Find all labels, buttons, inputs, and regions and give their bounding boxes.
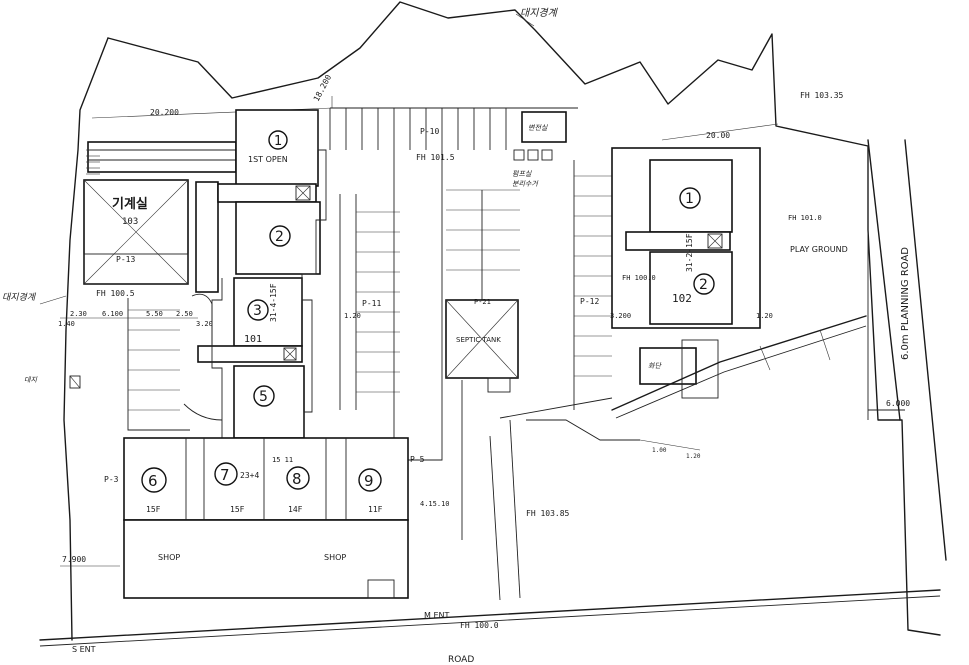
block-101-label: 101 [244,334,262,345]
block-number: 5 [259,389,268,405]
block-number: 2 [699,277,708,293]
center-parking-area: P-10 FH 101.5 P-11 1.20 [329,107,612,540]
right-block-2-marker [693,273,715,295]
utility-rooms: 변전실 펌프실 분리수거 [512,111,567,188]
dim-label: 7.900 [62,555,86,564]
dim-label: 1.00 [652,447,667,454]
fh-left: FH 100.5 [96,289,135,298]
parking-label: P-10 [420,127,439,136]
fh-bottom-label: FH 103.85 [526,509,570,518]
block-2-marker [269,225,291,247]
plant-label: 화단 [648,362,662,370]
unit-number: 9 [364,472,374,490]
annotation: 대지 [24,376,37,384]
unit-floors: 11F [368,505,383,514]
unit-floors: 14F [288,505,303,514]
unit-9-marker [358,468,382,492]
dim-label: 2.30 [70,310,87,318]
unit-number: 7 [220,466,230,484]
dim-label: 2.50 [176,310,193,318]
play-ground-label: PLAY GROUND [790,245,848,254]
shop-label: SHOP [158,553,180,562]
entrances: 4.15.10 FH 103.85 M ENT FH 100.0 S ENT R… [72,419,701,665]
block-102-label: 102 [672,292,692,305]
right-block-1-marker [679,187,701,209]
parking-label: P-21 [474,298,491,306]
right-annotations: 20.00 FH 103.35 대지경계 FH 101.0 PLAY GROUN… [499,7,911,419]
machine-room-label: 기계실 [112,196,148,212]
fh-label: FH 100.0 [460,621,499,630]
boundary-top-label: 대지경계 [520,7,559,19]
dim-label: 6.000 [886,399,910,408]
left-parking-area [127,293,223,431]
fh-label: FH 101.5 [416,153,455,162]
right-tower: 1 2 102 31-2-15F FH 100.0 3.200 1.20 화단 [610,147,773,399]
septic-tank-label: SEPTIC TANK [456,336,501,344]
left-dimensions: 2.30 6.100 5.50 2.50 3.20 1.40 7.900 대지 [24,310,213,567]
fh-top-label: FH 103.35 [800,91,844,100]
block-number: 1 [274,134,282,149]
unit-floors: 15F [146,505,161,514]
parking-label: P-11 [362,299,381,308]
block-3-marker [247,299,269,321]
unit-floors: 15 11 [272,456,293,464]
dim-label: 20.200 [150,108,179,117]
dim-label: 3.20 [196,320,213,328]
first-open-label: 1ST OPEN [248,155,288,164]
dim-label: 1.40 [58,320,75,328]
dim-label: 1.20 [756,312,773,320]
top-stalls: P-10 FH 101.5 [329,107,578,162]
dim-label: 5.50 [146,310,163,318]
column-stalls-b [446,189,520,300]
site-boundary [39,1,947,647]
block-number: 3 [253,303,262,319]
septic-tank: P-21 SEPTIC TANK [445,298,519,393]
left-wing: 기계실 103 P-13 FH 100.5 대지경계 [2,141,237,305]
bottom-shops: 6 15F 7 23+4 15F 8 15 11 14F 9 11F SHOP … [104,437,425,599]
block-1-marker [268,130,288,150]
parking-label: P-5 [410,455,425,464]
fh-label: FH 100.0 [622,274,656,282]
unit-floors: 23+4 [240,471,259,480]
unit-number: 6 [148,472,158,490]
column-stalls-c: P-12 [573,160,612,410]
left-tower: 1 1ST OPEN 2 3 31-4-15F 101 5 [197,109,327,439]
dim-label: 18.200 [312,73,334,103]
shop-label: SHOP [324,553,346,562]
parking-label: P-12 [580,297,599,306]
dim-label: 1.20 [686,453,701,460]
garbage-label: 분리수거 [512,180,538,188]
unit-number: 8 [292,470,302,488]
electric-room-label: 변전실 [528,124,548,132]
block-number: 1 [685,191,694,207]
unit-8-marker [286,466,310,490]
unit-6-marker [141,467,167,493]
dim-label: 20.00 [706,131,730,140]
dim-label: 4.15.10 [420,500,450,508]
machine-room-code: 103 [122,217,138,227]
unit-floors: 15F [230,505,245,514]
parking-label: P-3 [104,475,119,484]
boundary-left-label: 대지경계 [2,292,37,303]
parking-label: P-13 [116,255,135,264]
block-number: 2 [275,229,284,245]
dim-label: 3.200 [610,312,631,320]
block-5-marker [253,385,275,407]
planning-road-label: 6.0m PLANNING ROAD [900,247,911,360]
block-2-floors: 31-2-15F [685,233,694,272]
left-stairs [86,149,100,175]
s-ent-label: S ENT [72,645,96,654]
unit-7-marker [214,462,238,486]
road-label: ROAD [448,655,474,665]
dim-label: 1.20 [344,312,361,320]
pump-room-label: 펌프실 [512,170,532,178]
block-3-floors: 31-4-15F [269,283,278,322]
m-ent-label: M ENT [424,611,449,620]
fh-label: FH 101.0 [788,214,822,222]
column-stalls-a: P-11 1.20 [339,194,400,410]
dim-label: 6.100 [102,310,123,318]
